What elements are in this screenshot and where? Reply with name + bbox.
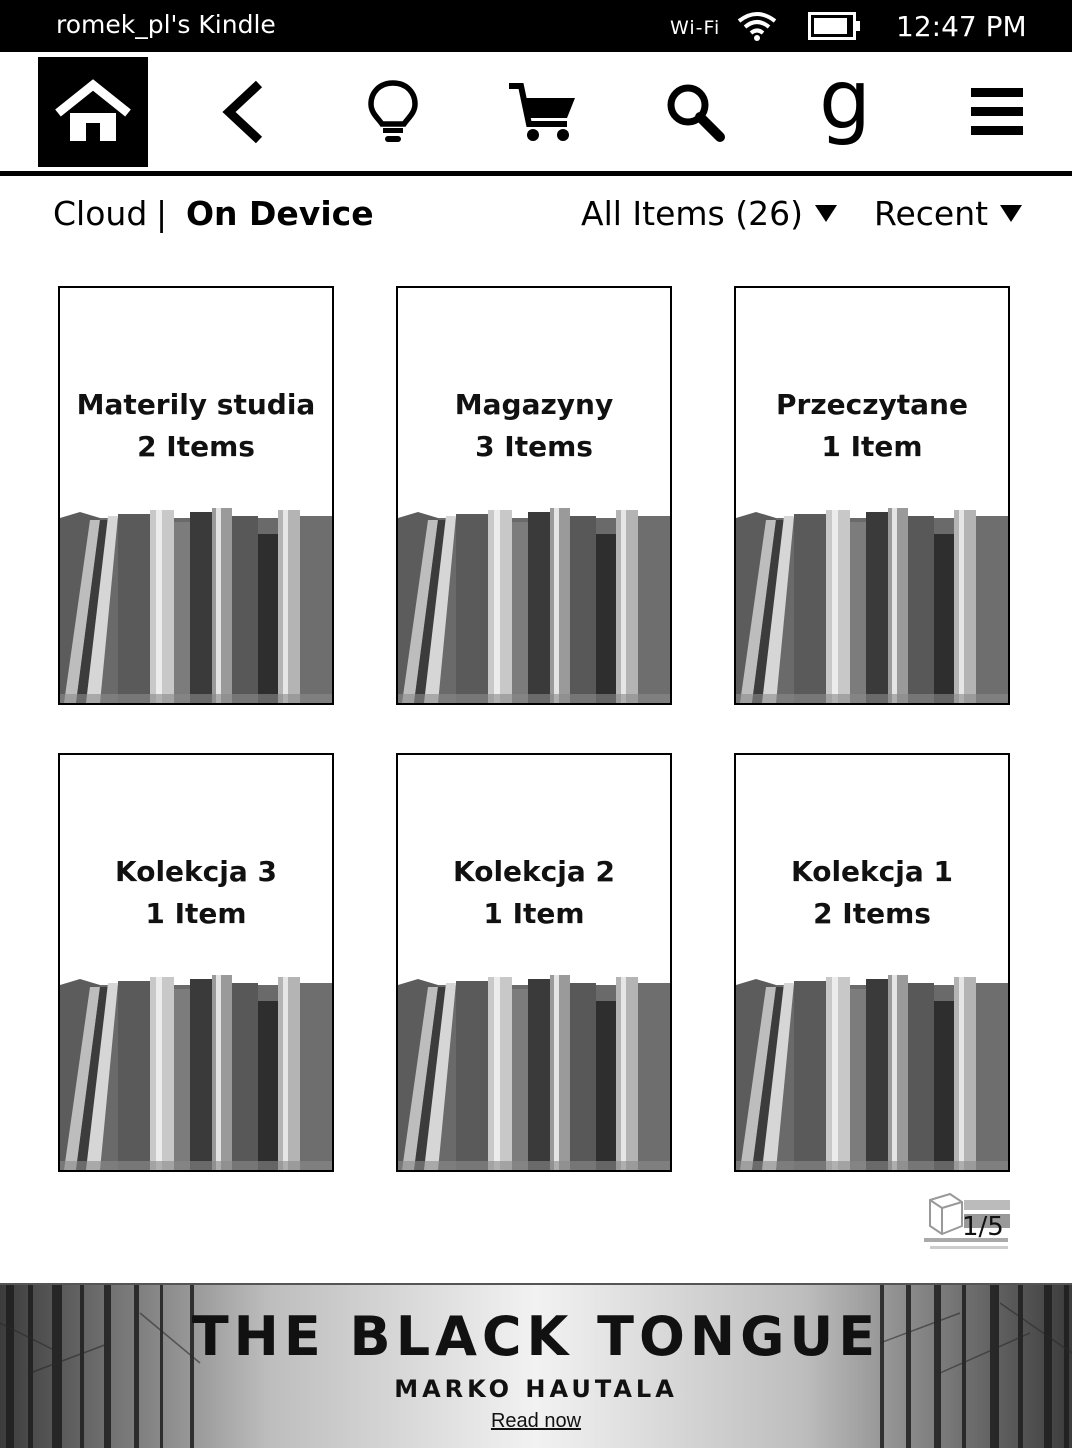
lightbulb-icon bbox=[368, 80, 418, 142]
battery-icon bbox=[808, 12, 860, 40]
menu-button[interactable] bbox=[942, 57, 1052, 167]
collection-tile[interactable]: Magazyny 3 Items bbox=[396, 286, 672, 705]
collection-tile[interactable]: Kolekcja 2 1 Item bbox=[396, 753, 672, 1172]
bookshelf-image bbox=[736, 975, 1008, 1170]
read-now-link[interactable]: Read now bbox=[490, 1410, 582, 1432]
wifi-icon bbox=[737, 12, 777, 41]
home-icon bbox=[55, 79, 131, 141]
collection-tile[interactable]: Kolekcja 3 1 Item bbox=[58, 753, 334, 1172]
bookshelf-image bbox=[60, 975, 332, 1170]
collection-tile[interactable]: Materily studia 2 Items bbox=[58, 286, 334, 705]
collection-title: Materily studia bbox=[76, 388, 316, 421]
tab-separator: | bbox=[156, 194, 168, 233]
collection-tile[interactable]: Przeczytane 1 Item bbox=[734, 286, 1010, 705]
page-indicator: 1/5 bbox=[962, 1212, 1004, 1242]
search-icon bbox=[667, 84, 725, 142]
ad-author: MARKO HAUTALA bbox=[394, 1375, 678, 1403]
search-button[interactable] bbox=[640, 57, 750, 167]
collection-title: Przeczytane bbox=[776, 388, 968, 421]
collection-count: 1 Item bbox=[483, 897, 585, 930]
collection-count: 3 Items bbox=[475, 430, 593, 463]
collection-title: Magazyny bbox=[454, 388, 614, 421]
collection-title: Kolekcja 1 bbox=[791, 855, 953, 888]
items-filter-label: All Items (26) bbox=[581, 194, 803, 233]
back-button[interactable] bbox=[190, 57, 300, 167]
sort-dropdown[interactable]: Recent bbox=[874, 194, 1023, 233]
clock: 12:47 PM bbox=[896, 10, 1027, 43]
bookshelf-image bbox=[736, 508, 1008, 703]
collection-title: Kolekcja 2 bbox=[453, 855, 615, 888]
items-filter-dropdown[interactable]: All Items (26) bbox=[581, 194, 837, 233]
bookshelf-image bbox=[398, 508, 670, 703]
forest-background bbox=[0, 1283, 1072, 1448]
recommendations-button[interactable] bbox=[338, 57, 448, 167]
home-button[interactable] bbox=[38, 57, 148, 167]
watermark-logo bbox=[924, 1192, 1010, 1249]
goodreads-icon: g bbox=[818, 53, 872, 148]
cloud-tab[interactable]: Cloud bbox=[53, 194, 148, 233]
goodreads-button[interactable]: g bbox=[790, 57, 900, 167]
chevron-down-icon bbox=[1000, 205, 1023, 222]
device-name: romek_pl's Kindle bbox=[56, 10, 276, 39]
on-device-tab[interactable]: On Device bbox=[186, 194, 374, 233]
collection-title: Kolekcja 3 bbox=[115, 855, 277, 888]
collection-count: 1 Item bbox=[145, 897, 247, 930]
collection-count: 1 Item bbox=[821, 430, 923, 463]
collection-count: 2 Items bbox=[137, 430, 255, 463]
collection-count: 2 Items bbox=[813, 897, 931, 930]
sort-label: Recent bbox=[874, 194, 989, 233]
cart-icon bbox=[509, 83, 575, 141]
bookshelf-image bbox=[398, 975, 670, 1170]
store-button[interactable] bbox=[488, 57, 598, 167]
back-icon bbox=[222, 80, 263, 144]
wifi-label: Wi-Fi bbox=[670, 17, 721, 39]
toolbar: g bbox=[0, 52, 1072, 172]
filter-row: Cloud | On Device All Items (26) Recent bbox=[0, 190, 1072, 242]
collection-tile[interactable]: Kolekcja 1 2 Items bbox=[734, 753, 1010, 1172]
ad-banner[interactable]: THE BLACK TONGUE MARKO HAUTALA Read now bbox=[0, 1283, 1072, 1448]
ad-title: THE BLACK TONGUE bbox=[191, 1305, 881, 1368]
menu-icon bbox=[971, 88, 1023, 135]
bookshelf-image bbox=[60, 508, 332, 703]
toolbar-divider bbox=[0, 171, 1072, 176]
status-bar: romek_pl's Kindle Wi-Fi 12:47 PM bbox=[0, 0, 1072, 52]
chevron-down-icon bbox=[814, 205, 837, 222]
